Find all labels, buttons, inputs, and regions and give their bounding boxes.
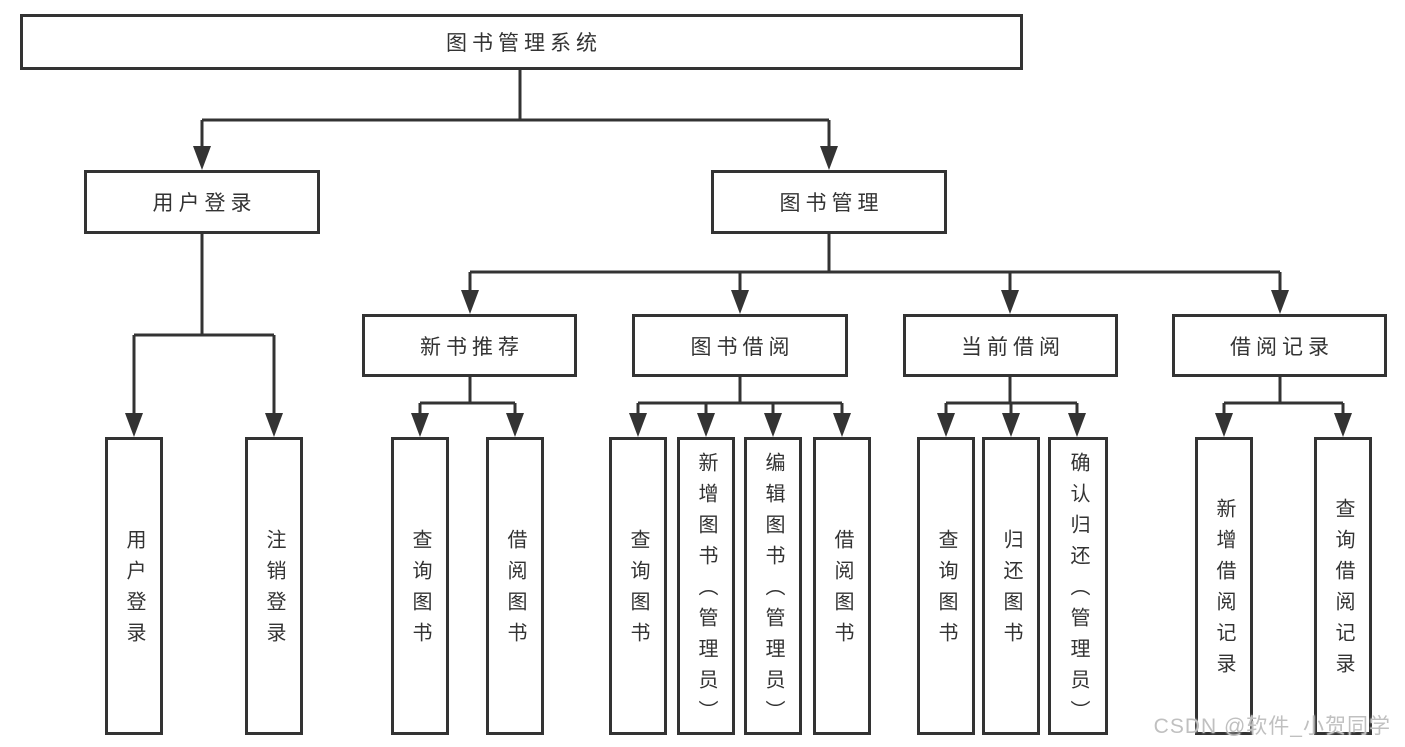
leaf-query-books-current: 查询图书: [917, 437, 975, 735]
node-book-management: 图书管理: [711, 170, 947, 234]
node-new-book-recommend: 新书推荐: [362, 314, 577, 377]
node-borrowing-records: 借阅记录: [1172, 314, 1387, 377]
leaf-add-book-admin: 新增图书（管理员）: [677, 437, 735, 735]
node-book-borrowing: 图书借阅: [632, 314, 848, 377]
leaf-user-login: 用户登录: [105, 437, 163, 735]
leaf-query-borrow-record: 查询借阅记录: [1314, 437, 1372, 735]
leaf-return-book: 归还图书: [982, 437, 1040, 735]
leaf-borrow-books: 借阅图书: [813, 437, 871, 735]
leaf-query-books-borrowing: 查询图书: [609, 437, 667, 735]
node-user-login: 用户登录: [84, 170, 320, 234]
leaf-query-books-recommend: 查询图书: [391, 437, 449, 735]
leaf-borrow-books-recommend: 借阅图书: [486, 437, 544, 735]
node-current-borrowing: 当前借阅: [903, 314, 1118, 377]
leaf-confirm-return-admin: 确认归还（管理员）: [1048, 437, 1108, 735]
leaf-edit-book-admin: 编辑图书（管理员）: [744, 437, 802, 735]
csdn-watermark: CSDN @软件_小贺同学: [1153, 715, 1391, 738]
leaf-logout: 注销登录: [245, 437, 303, 735]
leaf-add-borrow-record: 新增借阅记录: [1195, 437, 1253, 735]
node-root-system: 图书管理系统: [20, 14, 1023, 70]
